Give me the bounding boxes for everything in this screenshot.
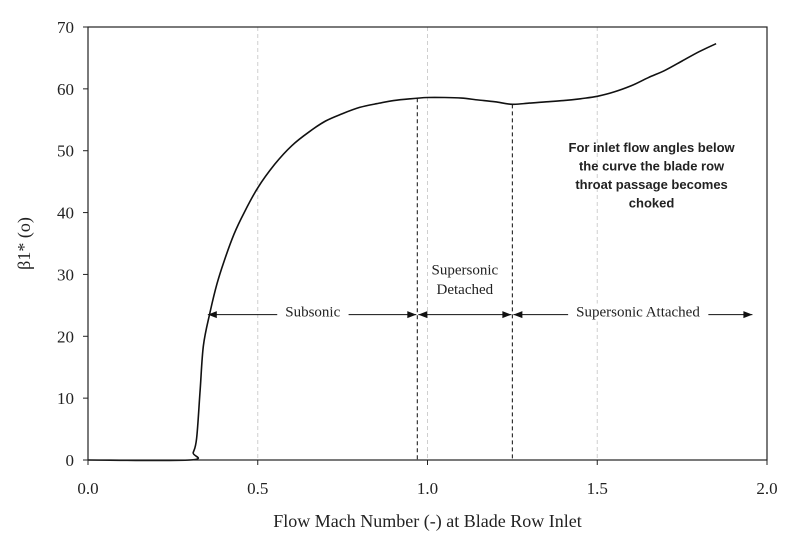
divider-layer [416,98,513,460]
y-tick-label-1: 10 [57,389,74,408]
arrow-head-left-supersonic-attached [513,311,523,319]
y-tick-label-5: 50 [57,142,74,161]
y-tick-label-2: 20 [57,327,74,346]
label-attached-backing [568,303,709,322]
arrow-head-right-supersonic-attached [743,311,753,319]
y-tick-label-4: 40 [57,204,74,223]
grid-layer [257,27,598,460]
label-subsonic-backing [277,303,349,322]
arrow-layer [207,303,753,322]
x-axis-title: Flow Mach Number (-) at Blade Row Inlet [273,511,581,532]
x-tick-label-0: 0.0 [77,479,98,498]
y-tick-label-6: 60 [57,80,74,99]
arrow-head-left-subsonic [207,311,217,319]
annotation-line-1: For inlet flow angles below [569,140,736,155]
y-tick-label-7: 70 [57,18,74,37]
x-tick-label-3: 1.5 [587,479,608,498]
annotation-line-4: choked [629,196,675,211]
region-label-supersonic-attached: Supersonic Attached [576,304,700,320]
x-tick-label-1: 0.5 [247,479,268,498]
annotation-line-3: throat passage becomes [575,177,727,192]
series-layer [87,42,717,462]
x-tick-label-2: 1.0 [417,479,438,498]
y-tick-label-3: 30 [57,265,74,284]
y-axis-title: β1* (o) [14,217,35,270]
tick-layer: 0.0 0.5 1.0 1.5 2.0 0 10 20 30 40 50 60 70 [57,18,778,498]
region-label-subsonic: Subsonic [285,304,340,320]
arrow-head-right-supersonic-detached [502,311,512,319]
annotation-line-2: the curve the blade row [579,159,725,174]
arrow-head-right-subsonic [407,311,417,319]
x-tick-label-4: 2.0 [756,479,777,498]
arrow-head-left-supersonic-detached [418,311,428,319]
series-line-0 [87,42,717,462]
region-label-supersonic-detached-line1: Supersonic [432,262,499,278]
y-tick-label-0: 0 [66,451,75,470]
region-label-supersonic-detached-line2: Detached [437,282,494,298]
